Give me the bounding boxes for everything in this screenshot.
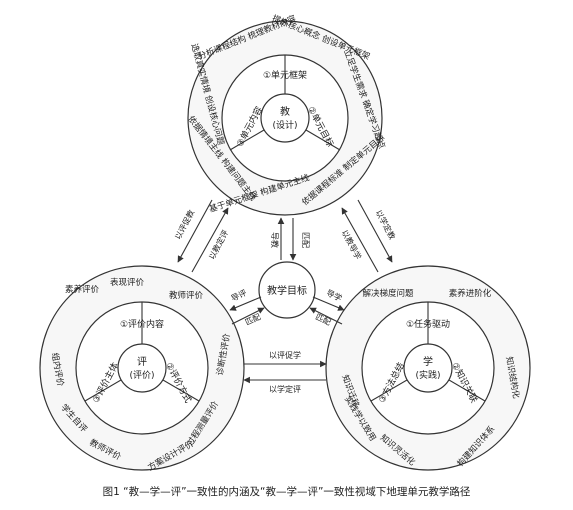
learn-hub — [403, 343, 453, 393]
assess-spoke — [84, 379, 122, 402]
teach-wheel: 教 (设计) ①单元框架 ②单元目标 ③单元内容 分析课程结构 梳理教材内容 提… — [185, 13, 388, 216]
assess-learn-label: 以学定评 — [269, 384, 301, 394]
teach-spoke — [305, 129, 341, 151]
learn-hub-title: 学 — [423, 355, 433, 368]
figure-caption: 图1 “教—学—评”一致性的内涵及“教—学—评”一致性视域下地理单元教学路径 — [102, 486, 471, 498]
assess-spoke — [162, 379, 200, 402]
teach-inner-label-1: ①单元框架 — [263, 69, 307, 81]
learn-spoke — [448, 379, 486, 402]
center-assess-label: 匹配 — [244, 312, 262, 327]
learn-spoke — [370, 379, 408, 402]
assess-outer-label: 教师评价 — [169, 290, 204, 301]
center-teach-label: 匹配 — [301, 232, 310, 248]
assess-outer-label: 素养评价 — [65, 284, 100, 295]
assess-hub-subtitle: (评价) — [129, 370, 154, 381]
assess-hub — [117, 343, 167, 393]
learn-hub-subtitle: (实践) — [415, 369, 440, 381]
assess-inner-label-1: ①评价内容 — [120, 318, 164, 330]
teach-hub-subtitle: (设计) — [272, 119, 297, 131]
center-goal: 教学目标 — [258, 261, 316, 319]
center-to-learn-arrow — [312, 296, 345, 311]
center-goal-label: 教学目标 — [267, 284, 307, 297]
center-teach-label: 导教 — [270, 232, 280, 248]
teach-spoke — [229, 129, 265, 151]
assess-learn-label: 以评促学 — [269, 350, 301, 360]
center-to-assess-arrow — [229, 296, 262, 311]
assess-outer-label: 表现评价 — [110, 277, 145, 288]
learn-wheel: 学 (实践) ①任务驱动 ②知识关联 ③方法总结 解决梯度问题 素养进阶化 知识… — [325, 265, 531, 471]
learn-outer-label: 素养进阶化 — [449, 288, 492, 299]
teach-to-learn-arrow — [357, 199, 393, 263]
teach-assess-label: 以教定评 — [206, 228, 230, 261]
teach-hub — [260, 93, 310, 143]
center-goal-circle — [258, 261, 316, 319]
teach-learn-label: 以教导学 — [340, 228, 364, 261]
center-learn-label: 导学 — [325, 287, 344, 303]
learn-to-center-arrow — [309, 307, 343, 325]
assess-to-teach-arrow — [191, 207, 229, 273]
learn-inner-label-1: ①任务驱动 — [406, 318, 450, 330]
assess-hub-title: 评 — [137, 356, 147, 368]
teach-hub-title: 教 — [280, 105, 290, 118]
teach-to-assess-arrow — [177, 199, 213, 263]
learn-outer-label: 解决梯度问题 — [362, 288, 414, 299]
center-assess-label: 导评 — [230, 288, 248, 303]
assess-to-center-arrow — [231, 307, 265, 325]
assess-wheel: 评 (评价) ①评价内容 ②评价方式 ③评价主体 素养评价 表现评价 教师评价 … — [39, 265, 245, 473]
learn-to-teach-arrow — [341, 207, 379, 273]
center-learn-label: 匹配 — [314, 312, 332, 327]
